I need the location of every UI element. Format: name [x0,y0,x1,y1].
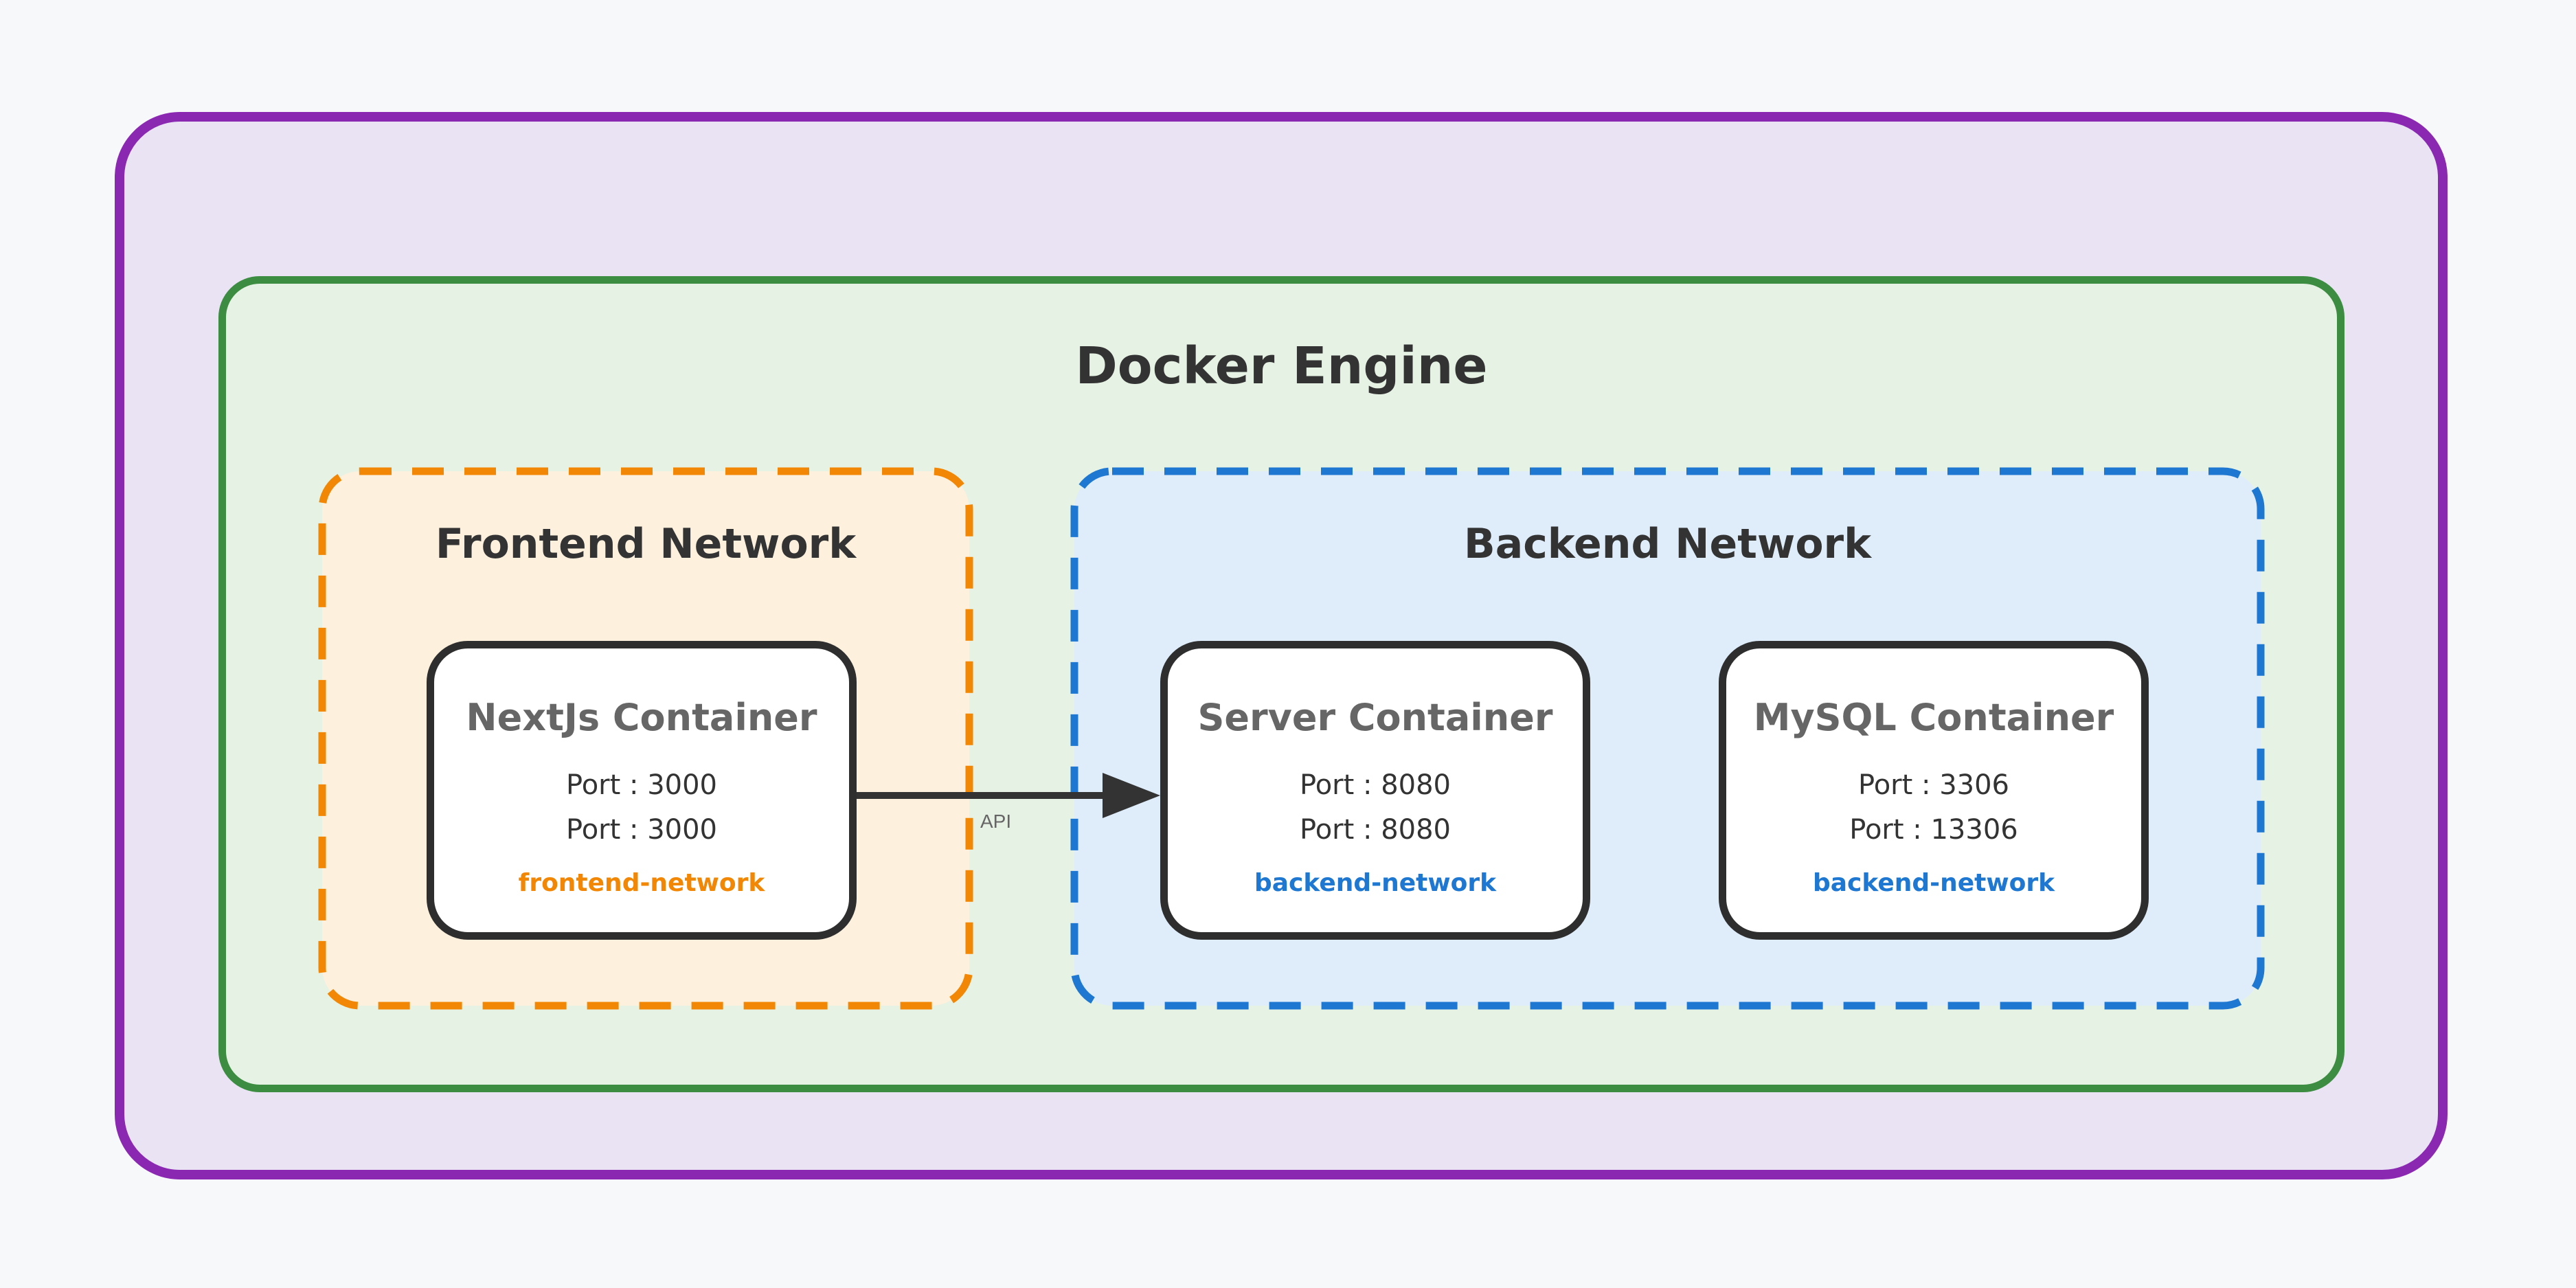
port-mapping-line: Port : 8080 [1300,769,1451,801]
port-mapping-line: Port : 13306 [1849,814,2018,846]
frontend-network-title: Frontend Network [435,520,857,568]
container-title: Server Container [1197,696,1553,739]
network-label: backend-network [1812,869,2055,897]
backend-network-title: Backend Network [1463,520,1872,568]
container-title: NextJs Container [466,696,817,739]
api-arrow-label: API [980,811,1012,832]
nextjs-container-box: NextJs Container Port : 3000 Port : 3000… [427,641,857,940]
port-mapping-line: Port : 8080 [1300,814,1451,846]
network-label: frontend-network [518,869,765,897]
mysql-container-box: MySQL Container Port : 3306 Port : 13306… [1719,641,2149,940]
port-mapping-line: Port : 3000 [566,769,717,801]
container-title: MySQL Container [1753,696,2114,739]
network-label: backend-network [1254,869,1497,897]
server-container-box: Server Container Port : 8080 Port : 8080… [1160,641,1590,940]
port-mapping-line: Port : 3306 [1858,769,2009,801]
api-arrowhead-icon [1103,773,1160,818]
port-mapping-line: Port : 3000 [566,814,717,846]
docker-engine-title: Docker Engine [1075,337,1488,396]
